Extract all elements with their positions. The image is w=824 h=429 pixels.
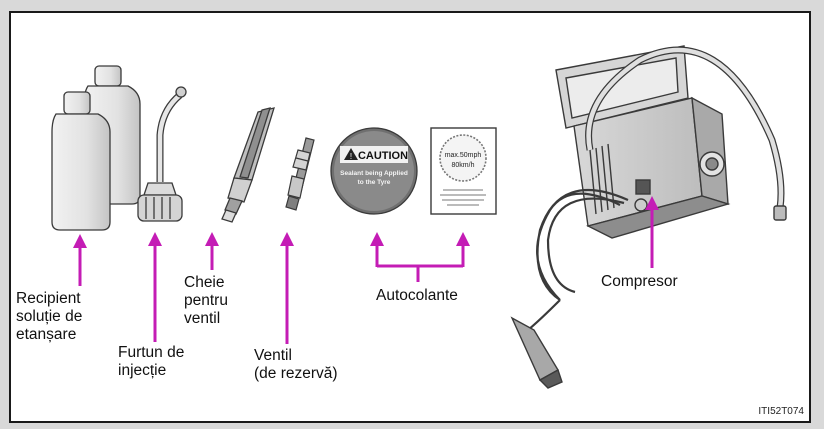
arrow-furtun <box>148 232 162 342</box>
label-autocolante: Autocolante <box>376 287 458 305</box>
label-cheie-line2: pentru <box>184 292 228 309</box>
arrow-cheie <box>205 232 219 270</box>
arrow-ventil <box>280 232 294 344</box>
speed-limit-value-kmh: 80km/h <box>452 162 475 169</box>
caution-sticker-line2: to the Tyre <box>358 179 391 186</box>
label-ventil-line1: Ventil <box>254 347 292 364</box>
label-cheie: Cheie pentru ventil <box>184 274 228 328</box>
valve-key <box>221 107 275 223</box>
spare-valve <box>285 137 315 211</box>
caution-sticker-line1: Sealant being Applied <box>340 170 408 177</box>
sealant-bottle-front <box>51 91 111 231</box>
compressor <box>510 45 787 389</box>
arrow-recipient <box>73 234 87 286</box>
caution-sticker: ! CAUTION Sealant being Applied to the T… <box>330 127 418 215</box>
label-compresor: Compresor <box>601 273 678 291</box>
label-ventil: Ventil (de rezervă) <box>254 347 338 383</box>
label-recipient-line1: Recipient <box>16 290 81 307</box>
label-recipient: Recipient soluție de etanșare <box>16 290 82 344</box>
label-cheie-line3: ventil <box>184 310 221 327</box>
label-autocolante-text: Autocolante <box>376 287 458 304</box>
label-ventil-line2: (de rezervă) <box>254 365 338 382</box>
arrow-compresor <box>645 196 659 268</box>
svg-text:!: ! <box>350 152 352 161</box>
label-compresor-text: Compresor <box>601 273 678 290</box>
arrow-autocolante <box>370 232 470 282</box>
label-recipient-line2: soluție de <box>16 308 83 325</box>
label-recipient-line3: etanșare <box>16 326 77 343</box>
caution-sticker-title: CAUTION <box>358 150 408 162</box>
label-cheie-line1: Cheie <box>184 274 225 291</box>
callout-arrows <box>73 196 659 344</box>
label-furtun: Furtun de injecție <box>118 344 184 380</box>
injection-hose <box>137 86 187 222</box>
speed-limit-value: max.50mph <box>445 152 482 159</box>
figure-code: ITI52T074 <box>758 406 804 417</box>
label-furtun-line1: Furtun de <box>118 344 185 361</box>
speed-limit-sticker: max.50mph 80km/h <box>430 127 497 215</box>
label-furtun-line2: injecție <box>118 362 167 379</box>
